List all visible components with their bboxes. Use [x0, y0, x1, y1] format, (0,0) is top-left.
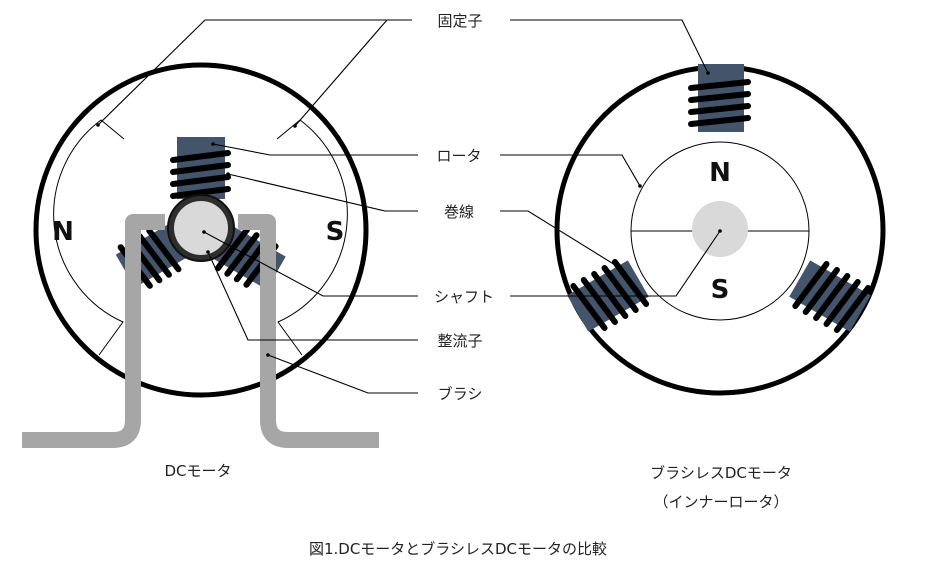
bldc-winding-top — [688, 64, 751, 132]
dc-motor: N S DCモータ — [22, 62, 379, 480]
figure-title: 図1.DCモータとブラシレスDCモータの比較 — [309, 540, 607, 558]
callouts: 固定子 ロータ 巻線 シャフト 整流子 ブラシ — [96, 12, 722, 403]
label-commutator: 整流子 — [437, 332, 482, 350]
dc-motor-pole-s: S — [326, 217, 345, 247]
bldc-motor-shaft — [692, 201, 748, 257]
dc-motor-pole-n: N — [52, 217, 74, 247]
bldc-motor: N S — [554, 64, 886, 511]
dc-motor-stator-outline-left — [53, 119, 125, 356]
label-brush: ブラシ — [438, 385, 483, 403]
dc-motor-winding-top — [170, 150, 231, 199]
label-shaft: シャフト — [434, 288, 494, 306]
label-winding: 巻線 — [444, 203, 474, 221]
bldc-motor-pole-n: N — [709, 158, 731, 188]
dc-motor-brush-right — [238, 214, 379, 448]
label-rotor: ロータ — [436, 147, 481, 165]
dc-motor-brush-left — [22, 214, 165, 448]
dc-motor-stator-outline-right — [276, 119, 348, 356]
dc-motor-shaft — [174, 201, 228, 255]
bldc-motor-caption-sub: （インナーロータ） — [653, 493, 788, 511]
bldc-motor-caption: ブラシレスDCモータ — [650, 464, 792, 482]
bldc-motor-pole-s: S — [711, 275, 730, 305]
dc-motor-caption: DCモータ — [164, 462, 231, 480]
label-stator: 固定子 — [437, 12, 482, 30]
bldc-winding-right — [789, 260, 872, 334]
